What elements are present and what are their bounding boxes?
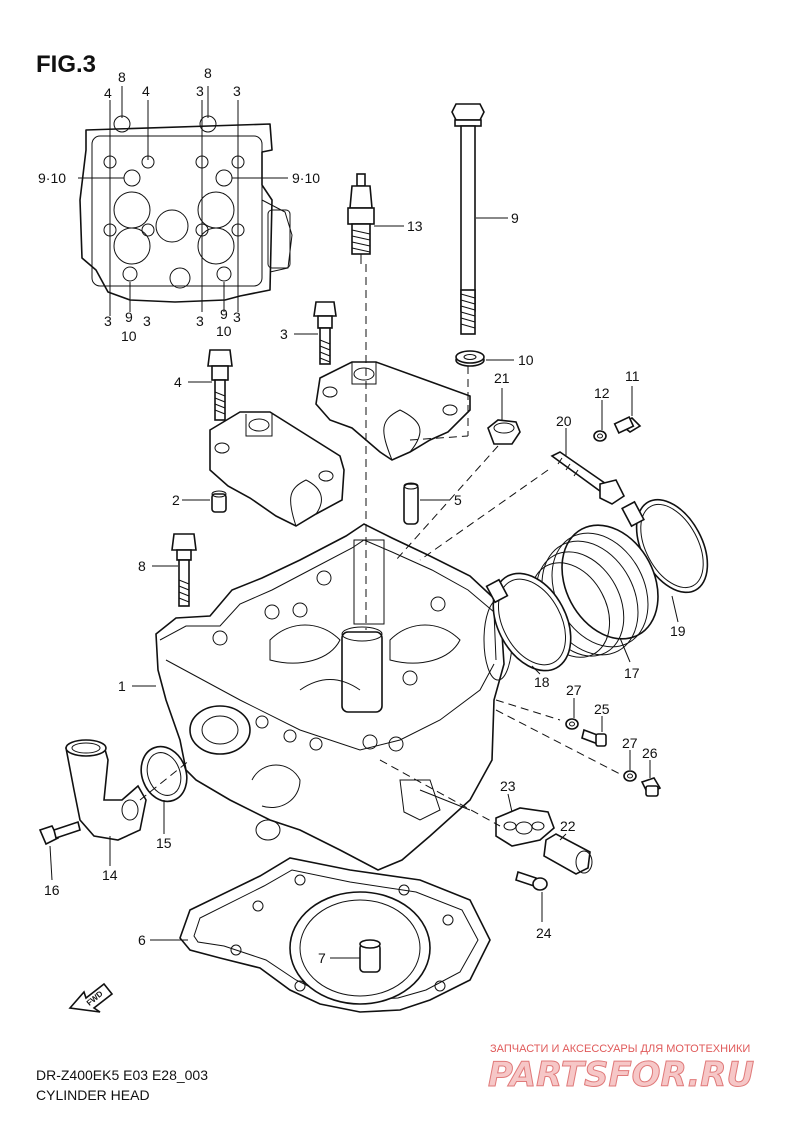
screw-part-24 [515, 870, 548, 891]
diagram-title: CYLINDER HEAD [36, 1087, 150, 1103]
water-outlet-part-14 [65, 739, 147, 841]
callout-2: 2 [172, 492, 180, 508]
inset-label: 8 [204, 65, 212, 81]
bolt-part-20 [550, 451, 626, 505]
bolt-part-4 [207, 349, 233, 421]
part-callouts: 1 2 3 4 5 6 7 8 9 10 11 12 13 14 15 16 1… [44, 210, 686, 966]
callout-23: 23 [500, 778, 516, 794]
model-code: DR-Z400EK5 E03 E28_003 [36, 1067, 208, 1083]
callout-13: 13 [407, 218, 423, 234]
inset-label: 3 [143, 313, 151, 329]
callout-14: 14 [102, 867, 118, 883]
washer-part-27-upper [565, 718, 579, 730]
dowel-pin-part-2 [211, 490, 227, 513]
clamp-part-19 [621, 498, 709, 594]
figure-label: FIG.3 [36, 51, 96, 78]
callout-26: 26 [642, 745, 658, 761]
callout-12: 12 [594, 385, 610, 401]
inset-label: 9·10 [292, 170, 320, 186]
inset-label: 3 [196, 313, 204, 329]
callout-9: 9 [511, 210, 519, 226]
forward-arrow-icon: FWD [68, 982, 114, 1013]
callout-17: 17 [624, 665, 640, 681]
callout-7: 7 [318, 950, 326, 966]
gasket-part-23 [495, 807, 555, 847]
watermark-logo: PARTSFOR.RU [488, 1055, 754, 1095]
leader-lines [49, 217, 679, 959]
bolt-part-8 [171, 533, 197, 607]
clamp-part-18 [485, 572, 572, 672]
watermark: ЗАПЧАСТИ И АКСЕССУАРЫ ДЛЯ МОТОТЕХНИКИ PA… [488, 1043, 755, 1096]
bolt-part-11 [613, 416, 642, 434]
watermark-tagline: ЗАПЧАСТИ И АКСЕССУАРЫ ДЛЯ МОТОТЕХНИКИ [490, 1043, 750, 1055]
inset-label: 3 [104, 313, 112, 329]
o-ring-part-15 [140, 745, 188, 803]
callout-10: 10 [518, 352, 534, 368]
callout-1: 1 [118, 678, 126, 694]
callout-5: 5 [454, 492, 462, 508]
inset-label: 8 [118, 69, 126, 85]
callout-22: 22 [560, 818, 576, 834]
stud-bolt-part-9 [451, 103, 485, 335]
callout-19: 19 [670, 623, 686, 639]
camshaft-cap-upper [315, 361, 471, 461]
callout-16: 16 [44, 882, 60, 898]
bolt-part-25 [581, 728, 607, 747]
inset-top-view [78, 86, 293, 316]
callout-20: 20 [556, 413, 572, 429]
bolt-part-3 [313, 301, 337, 365]
cylinder-head-part-1 [155, 523, 513, 871]
inset-label: 3 [233, 83, 241, 99]
inset-label: 3 [196, 83, 204, 99]
cap-part-21 [487, 419, 521, 445]
dowel-part-7 [359, 939, 381, 973]
dowel-part-5 [403, 482, 419, 525]
callout-6: 6 [138, 932, 146, 948]
callout-18: 18 [534, 674, 550, 690]
callout-11: 11 [625, 368, 640, 384]
intake-pipe-part-17 [529, 524, 659, 658]
inset-label: 9·10 [38, 170, 66, 186]
inset-label: 4 [142, 83, 150, 99]
callout-24: 24 [536, 925, 552, 941]
callout-4: 4 [174, 374, 182, 390]
callout-15: 15 [156, 835, 172, 851]
inset-label: 9 [125, 309, 133, 325]
washer-part-12 [593, 430, 607, 442]
callout-27: 27 [566, 682, 582, 698]
spark-plug-part-13 [347, 173, 375, 264]
bolt-part-16 [38, 820, 81, 846]
inset-label: 3 [233, 309, 241, 325]
head-gasket-part-6 [179, 857, 491, 1013]
washer-part-27-lower [623, 770, 637, 782]
inset-label: 9 [220, 306, 228, 322]
callout-25: 25 [594, 701, 610, 717]
callout-21: 21 [494, 370, 510, 386]
inset-label: 10 [216, 323, 232, 339]
camshaft-cap-lower [209, 411, 345, 527]
inset-label: 4 [104, 85, 112, 101]
callout-3: 3 [280, 326, 288, 342]
inset-callouts: 8 8 4 4 3 3 9·10 9·10 3 9 10 3 3 10 9 3 … [38, 65, 320, 344]
inset-label: 10 [121, 328, 137, 344]
callout-27: 27 [622, 735, 638, 751]
callout-8: 8 [138, 558, 146, 574]
bolt-part-26 [640, 777, 662, 797]
washer-part-10 [455, 350, 485, 367]
plug-part-22 [543, 833, 593, 875]
